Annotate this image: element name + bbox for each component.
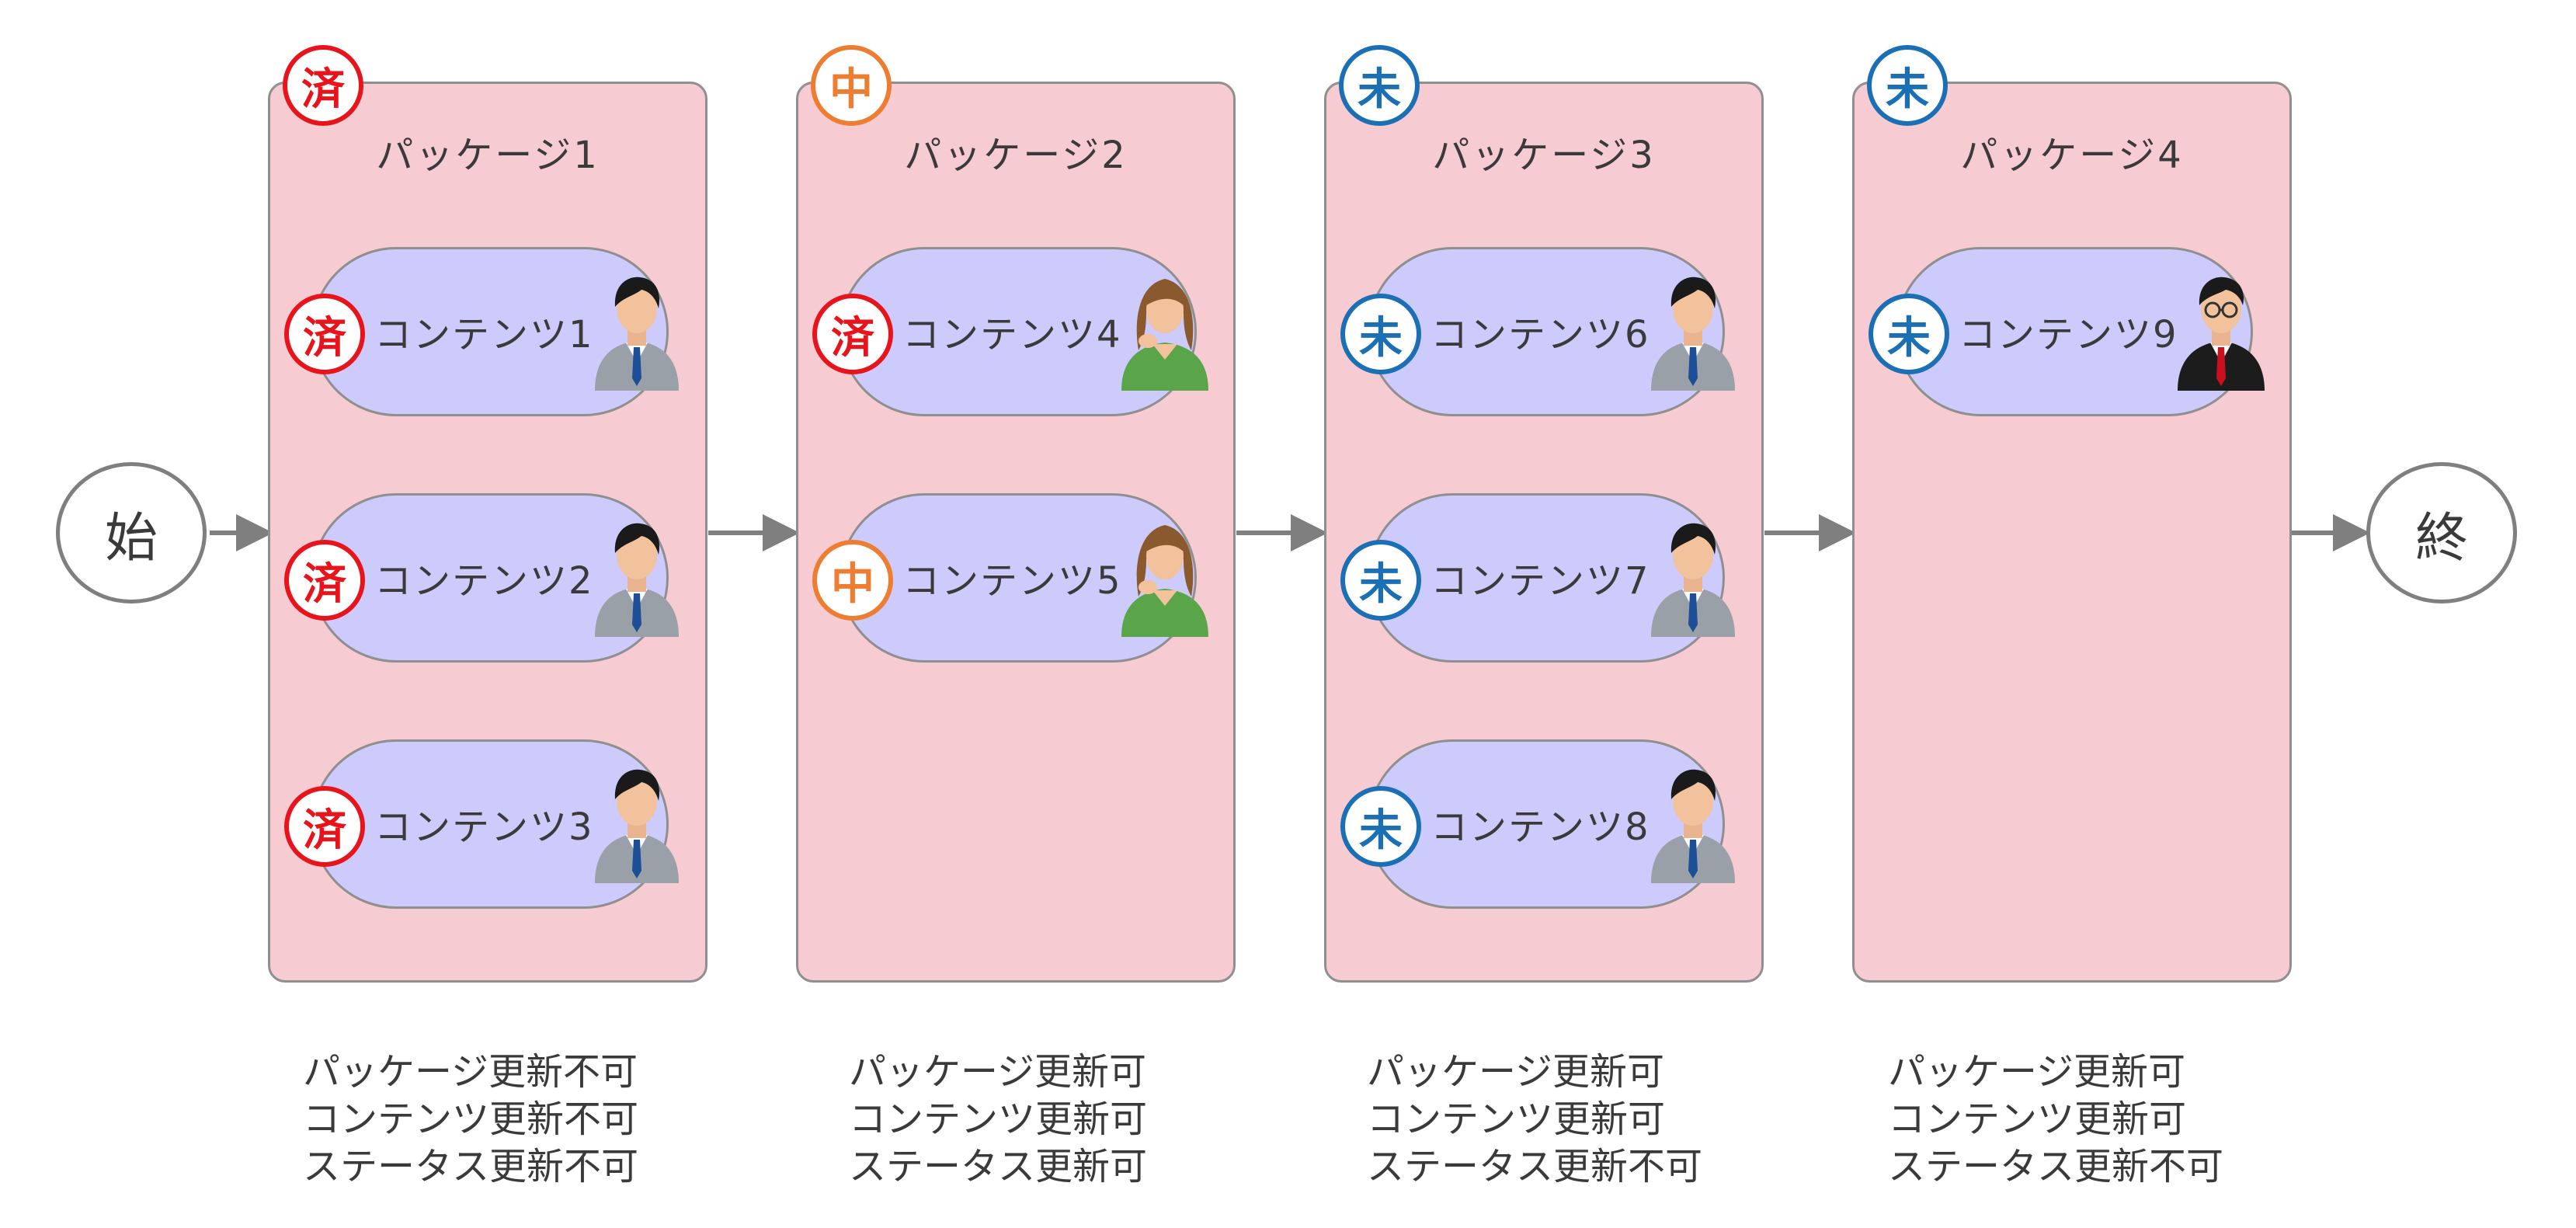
content-8-label: コンテンツ8 [1431, 805, 1650, 849]
note-line: パッケージ更新不可 [303, 1050, 638, 1094]
content-7-status-badge: 未 [1340, 540, 1421, 621]
male-worker-icon [1651, 769, 1735, 883]
package-3-status-badge: 未 [1339, 45, 1420, 126]
content-4: 済 コンテンツ4 [812, 247, 1208, 416]
package-3: 未 パッケージ3 未 コンテンツ6 未 コンテンツ7 [1324, 45, 1764, 983]
note-line: パッケージ更新可 [1367, 1050, 1665, 1094]
female-worker-icon [1121, 279, 1208, 391]
content-3-status-badge: 済 [284, 786, 365, 867]
content-5: 中 コンテンツ5 [812, 493, 1208, 663]
content-1: 済 コンテンツ1 [284, 247, 679, 416]
start-node: 始 [56, 462, 207, 604]
package-1-notes: パッケージ更新不可 コンテンツ更新不可 ステータス更新不可 [303, 1049, 638, 1191]
package-3-notes: パッケージ更新可 コンテンツ更新可 ステータス更新不可 [1367, 1049, 1702, 1191]
note-line: コンテンツ更新可 [849, 1098, 1148, 1141]
manager-icon [2178, 277, 2265, 391]
content-1-label: コンテンツ1 [374, 313, 594, 357]
package-1-title: パッケージ1 [376, 134, 600, 177]
package-4-title: パッケージ4 [1960, 134, 2184, 177]
content-9-status-badge: 未 [1869, 294, 1949, 374]
content-1-status-badge: 済 [284, 294, 365, 374]
content-9: 未 コンテンツ9 [1869, 247, 2265, 416]
male-worker-icon [595, 523, 679, 637]
package-1: 済 パッケージ1 済 コンテンツ1 済 コンテンツ2 [268, 45, 707, 983]
package-4-status-badge: 未 [1867, 45, 1948, 126]
end-node: 終 [2366, 462, 2517, 604]
content-5-label: コンテンツ5 [902, 559, 1122, 603]
content-7-label: コンテンツ7 [1431, 559, 1650, 603]
content-8-status-badge: 未 [1340, 786, 1421, 867]
content-7: 未 コンテンツ7 [1340, 493, 1735, 663]
male-worker-icon [1651, 523, 1735, 637]
note-line: パッケージ更新可 [849, 1050, 1147, 1094]
content-5-status-badge: 中 [812, 540, 893, 621]
package-1-status-badge: 済 [283, 45, 363, 126]
content-3-label: コンテンツ3 [374, 805, 594, 849]
content-2-status-badge: 済 [284, 540, 365, 621]
content-2: 済 コンテンツ2 [284, 493, 679, 663]
content-6-label: コンテンツ6 [1431, 313, 1650, 357]
note-line: パッケージ更新可 [1888, 1050, 2186, 1094]
note-line: コンテンツ更新不可 [303, 1098, 639, 1141]
male-worker-icon [595, 277, 679, 391]
note-line: ステータス更新可 [849, 1145, 1148, 1188]
package-3-title: パッケージ3 [1432, 134, 1656, 177]
content-6: 未 コンテンツ6 [1340, 247, 1735, 416]
note-line: コンテンツ更新可 [1888, 1098, 2187, 1141]
content-3: 済 コンテンツ3 [284, 739, 679, 909]
package-2-notes: パッケージ更新可 コンテンツ更新可 ステータス更新可 [849, 1049, 1147, 1191]
content-8: 未 コンテンツ8 [1340, 739, 1735, 909]
content-4-status-badge: 済 [812, 294, 893, 374]
male-worker-icon [1651, 277, 1735, 391]
note-line: ステータス更新不可 [1367, 1145, 1703, 1188]
note-line: ステータス更新不可 [1888, 1145, 2224, 1188]
package-2: 中 パッケージ2 済 コンテンツ4 中 コンテンツ5 [796, 45, 1236, 983]
content-9-label: コンテンツ9 [1959, 313, 2178, 357]
content-2-label: コンテンツ2 [374, 559, 594, 603]
content-4-label: コンテンツ4 [902, 313, 1122, 357]
package-4: 未 パッケージ4 未 コンテンツ9 [1852, 45, 2292, 983]
male-worker-icon [595, 769, 679, 883]
female-worker-icon [1121, 525, 1208, 637]
package-2-status-badge: 中 [811, 45, 892, 126]
note-line: コンテンツ更新可 [1367, 1098, 1666, 1141]
note-line: ステータス更新不可 [303, 1145, 639, 1188]
package-2-title: パッケージ2 [904, 134, 1128, 177]
content-6-status-badge: 未 [1340, 294, 1421, 374]
package-4-notes: パッケージ更新可 コンテンツ更新可 ステータス更新不可 [1888, 1049, 2223, 1191]
